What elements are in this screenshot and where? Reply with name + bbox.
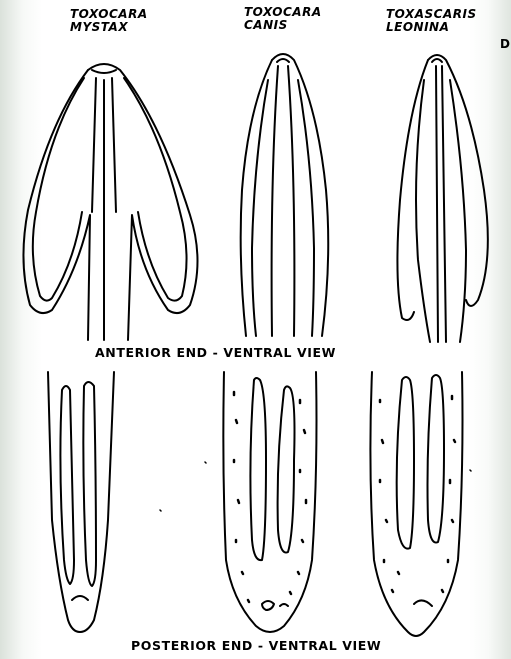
posterior-mystax-outline	[48, 372, 114, 632]
caption-anterior: ANTERIOR END - VENTRAL VIEW	[92, 345, 339, 360]
label-toxascaris-leonina: TOXASCARIS LEONINA	[386, 8, 477, 34]
label-toxocara-mystax: TOXOCARA MYSTAX	[70, 8, 148, 34]
cropped-letter: D	[500, 37, 510, 51]
anterior-canis-outline	[241, 54, 329, 336]
label-species: LEONINA	[386, 21, 477, 34]
label-species: CANIS	[244, 19, 322, 32]
anterior-mystax-outline	[23, 64, 197, 340]
posterior-canis-outline	[223, 372, 316, 632]
anterior-leonina-outline	[397, 55, 487, 342]
label-toxocara-canis: TOXOCARA CANIS	[244, 6, 322, 32]
caption-posterior: POSTERIOR END - VENTRAL VIEW	[128, 638, 384, 653]
posterior-leonina-outline	[370, 372, 462, 636]
label-species: MYSTAX	[70, 21, 148, 34]
